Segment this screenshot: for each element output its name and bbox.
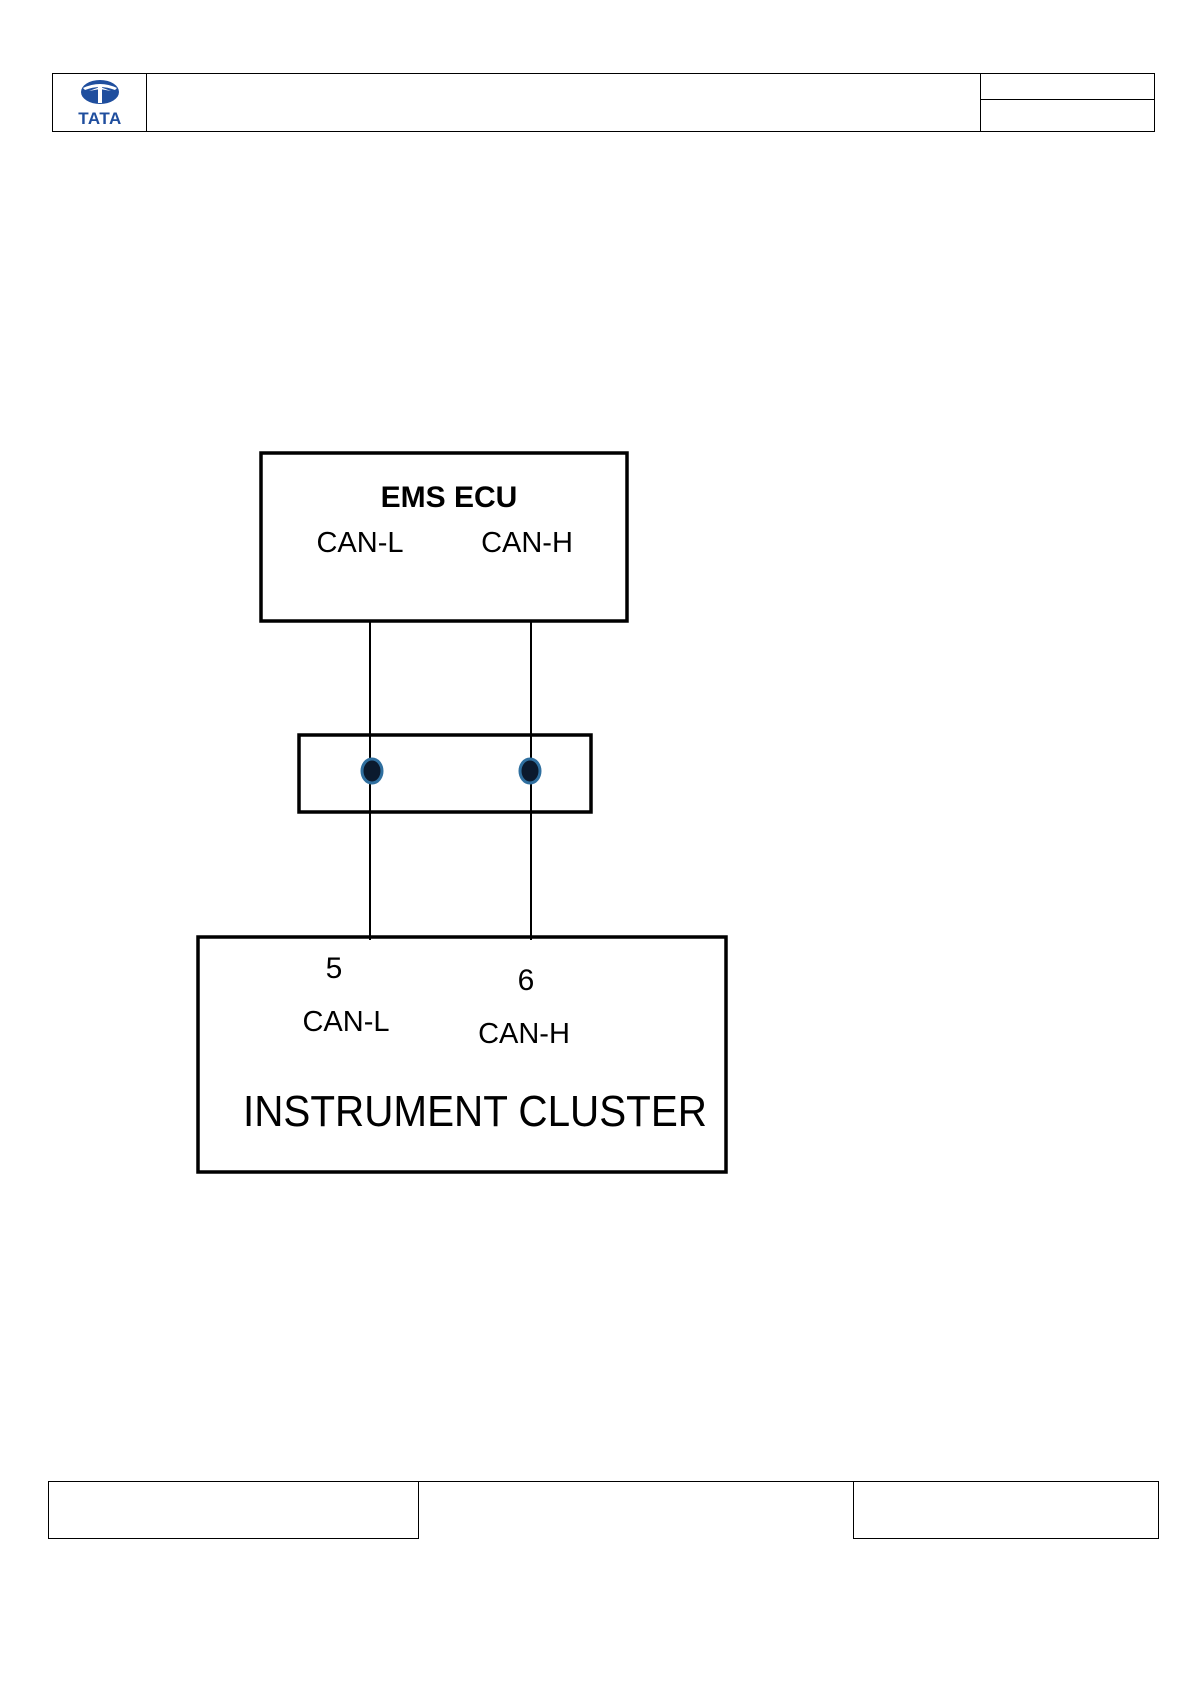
cluster-can-l-label: CAN-L — [302, 1006, 389, 1038]
connector-pin-can-l — [360, 757, 384, 785]
header-meta-cell — [981, 74, 1154, 131]
footer-middle-cell — [418, 1481, 854, 1482]
header-meta-top — [981, 74, 1154, 100]
instrument-cluster-box — [196, 935, 728, 1174]
ems-ecu-can-l-label: CAN-L — [316, 527, 403, 559]
cluster-pin-5-number: 5 — [326, 952, 343, 985]
page-header: TATA — [52, 73, 1155, 132]
cluster-can-h-label: CAN-H — [478, 1018, 570, 1050]
logo-text: TATA — [78, 109, 122, 128]
ems-ecu-title: EMS ECU — [381, 481, 518, 514]
connector-pin-can-h — [518, 757, 542, 785]
inline-connector-box — [297, 733, 593, 814]
footer-left-cell — [48, 1481, 419, 1539]
ems-ecu-box — [259, 451, 629, 623]
header-title-cell — [147, 74, 981, 131]
header-logo-cell: TATA — [53, 74, 147, 131]
tata-logo-icon: TATA — [78, 79, 122, 128]
ems-ecu-can-h-label: CAN-H — [481, 527, 573, 559]
footer-right-cell — [853, 1481, 1159, 1539]
cluster-pin-6-number: 6 — [518, 964, 535, 997]
instrument-cluster-title: INSTRUMENT CLUSTER — [243, 1087, 707, 1136]
